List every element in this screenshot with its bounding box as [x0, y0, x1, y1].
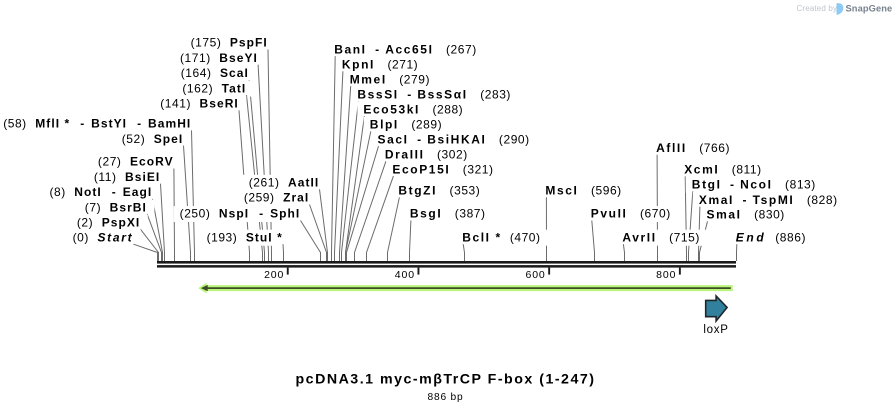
svg-text:EcoP15I(321): EcoP15I(321): [392, 162, 493, 176]
svg-text:XcmI(811): XcmI(811): [684, 163, 761, 177]
svg-text:BtgZI(353): BtgZI(353): [398, 184, 480, 198]
svg-text:(141)BseRI: (141)BseRI: [160, 97, 239, 111]
svg-text:MmeI(279): MmeI(279): [350, 72, 430, 86]
svg-text:BanI-Acc65I(267): BanI-Acc65I(267): [334, 42, 477, 56]
svg-text:(261)AatII: (261)AatII: [249, 176, 320, 190]
svg-text:(2)PspXI: (2)PspXI: [77, 216, 140, 230]
svg-text:End(886): End(886): [736, 230, 806, 244]
svg-text:(164)ScaI: (164)ScaI: [181, 66, 249, 80]
svg-text:200: 200: [264, 269, 284, 281]
svg-text:(162)TatI: (162)TatI: [182, 81, 246, 95]
svg-text:SmaI(830): SmaI(830): [707, 208, 785, 222]
svg-text:XmaI-TspMI(828): XmaI-TspMI(828): [699, 193, 838, 207]
svg-text:Eco53kI(288): Eco53kI(288): [363, 102, 463, 116]
svg-text:(27)EcoRV: (27)EcoRV: [98, 155, 174, 169]
svg-text:DraIII(302): DraIII(302): [385, 148, 468, 162]
svg-text:MscI(596): MscI(596): [545, 184, 621, 198]
svg-text:(175)PspFI: (175)PspFI: [191, 36, 268, 50]
svg-text:BsgI(387): BsgI(387): [410, 207, 486, 221]
svg-text:(7)BsrBI: (7)BsrBI: [85, 200, 147, 214]
svg-text:(250)NspI-SphI: (250)NspI-SphI: [180, 207, 301, 221]
svg-text:KpnI(271): KpnI(271): [342, 58, 418, 72]
svg-text:AflII(766): AflII(766): [656, 141, 730, 155]
svg-text:BlpI(289): BlpI(289): [370, 118, 442, 132]
svg-text:(193)StuI *: (193)StuI *: [207, 230, 283, 244]
svg-text:pcDNA3.1 myc-mβTrCP F-box (1-2: pcDNA3.1 myc-mβTrCP F-box (1-247): [296, 372, 596, 388]
svg-text:(259)ZraI: (259)ZraI: [244, 191, 309, 205]
svg-text:SacI-BsiHKAI(290): SacI-BsiHKAI(290): [378, 132, 530, 146]
svg-text:600: 600: [525, 269, 545, 281]
svg-text:PvuII(670): PvuII(670): [591, 207, 671, 221]
svg-text:(8)NotI-EagI: (8)NotI-EagI: [49, 185, 152, 199]
svg-text:BtgI-NcoI(813): BtgI-NcoI(813): [692, 178, 816, 192]
svg-text:SnapGene: SnapGene: [846, 4, 893, 14]
svg-text:(52)SpeI: (52)SpeI: [122, 132, 184, 146]
svg-text:loxP: loxP: [703, 324, 728, 336]
svg-text:BssSI-BssSαI(283): BssSI-BssSαI(283): [357, 88, 511, 102]
svg-text:(171)BseYI: (171)BseYI: [180, 51, 258, 65]
svg-text:886 bp: 886 bp: [428, 392, 464, 403]
svg-text:AvrII(715): AvrII(715): [622, 230, 700, 244]
svg-text:Created by: Created by: [797, 4, 838, 13]
svg-text:(58)MflI *-BstYI-BamHI: (58)MflI *-BstYI-BamHI: [3, 117, 191, 131]
svg-text:400: 400: [395, 269, 415, 281]
svg-text:BclI *(470): BclI *(470): [462, 230, 540, 244]
svg-text:(0)Start: (0)Start: [73, 230, 134, 244]
svg-text:800: 800: [656, 269, 676, 281]
svg-text:(11)BsiEI: (11)BsiEI: [94, 170, 160, 184]
